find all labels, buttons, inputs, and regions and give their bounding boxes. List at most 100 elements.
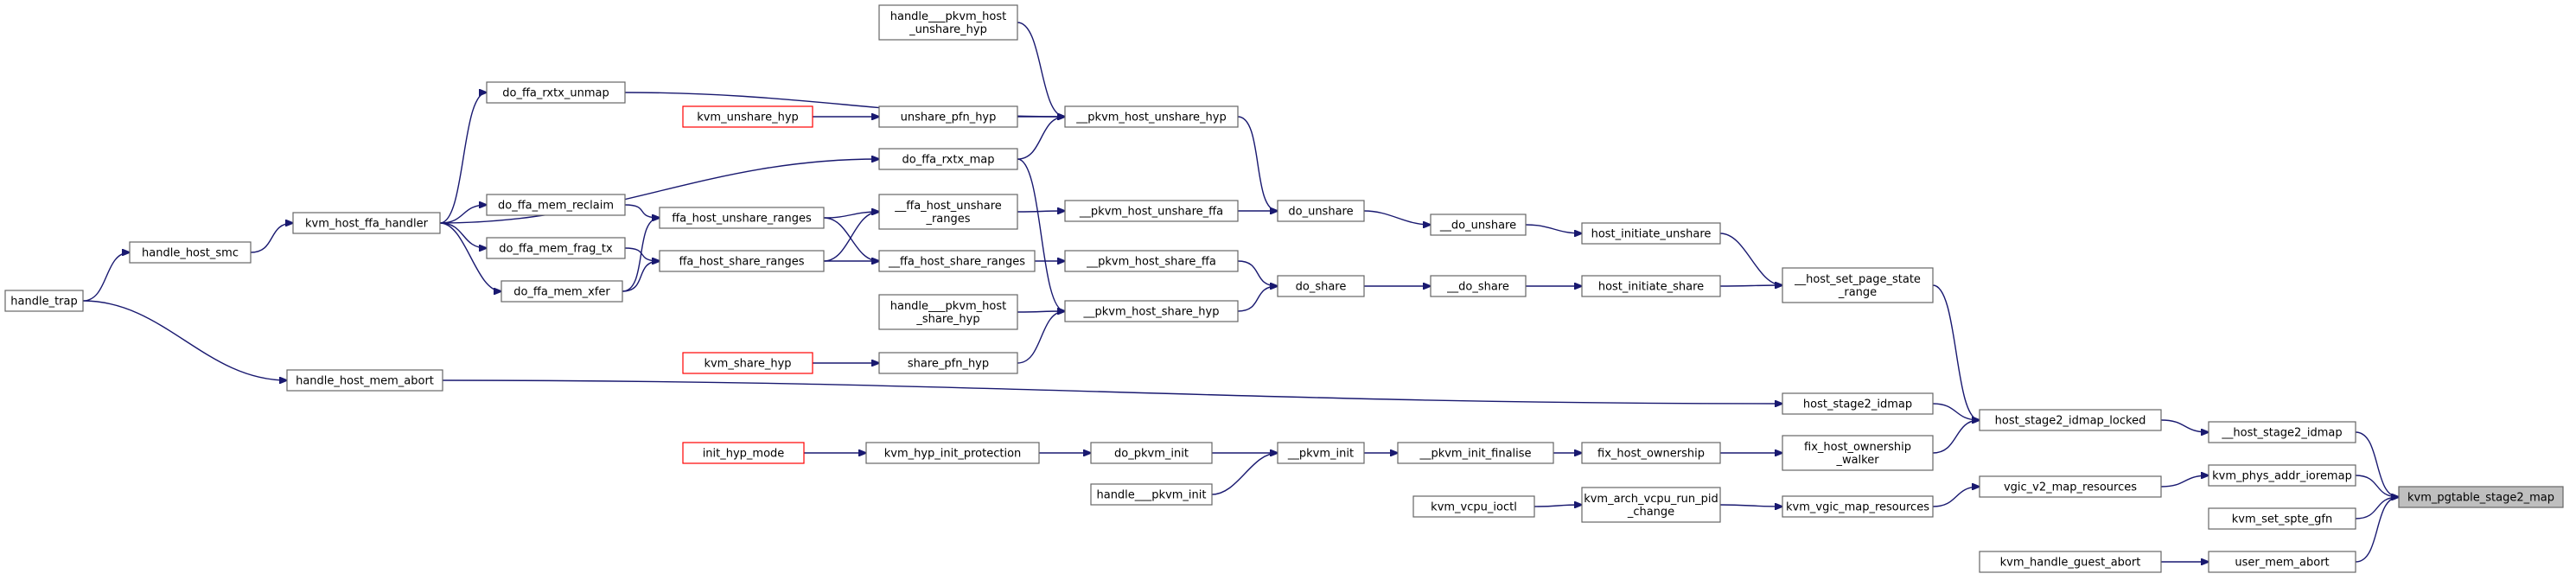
node-handle-host-smc[interactable]: handle_host_smc — [129, 241, 252, 264]
node-box[interactable] — [659, 207, 825, 229]
node-do-ffa-mem-frag-tx[interactable]: do_ffa_mem_frag_tx — [486, 237, 626, 259]
node-kvm-vgic-map-resources[interactable]: kvm_vgic_map_resources — [1782, 495, 1934, 518]
node-vgic-v2-map-resources[interactable]: vgic_v2_map_resources — [1979, 475, 2162, 498]
node-box[interactable] — [1064, 300, 1239, 322]
node-unshare-pfn-hyp[interactable]: unshare_pfn_hyp — [878, 105, 1018, 128]
node-kvm-host-ffa-handler[interactable]: kvm_host_ffa_handler — [292, 212, 441, 234]
node-box[interactable] — [878, 294, 1018, 330]
node-box[interactable] — [1090, 442, 1213, 464]
node-box[interactable] — [1277, 275, 1365, 297]
node-box[interactable] — [2208, 464, 2356, 487]
node-handle-trap[interactable]: handle_trap — [4, 290, 84, 312]
node-box[interactable] — [878, 352, 1018, 374]
node-box[interactable] — [878, 148, 1018, 170]
node-box[interactable] — [501, 280, 623, 303]
node-init-hyp-mode[interactable]: init_hyp_mode — [682, 442, 805, 464]
node-box[interactable] — [1979, 409, 2162, 431]
node-box[interactable] — [878, 105, 1018, 128]
node-do-unshare[interactable]: do_unshare — [1277, 200, 1365, 222]
node-do-share[interactable]: __do_share — [1430, 275, 1527, 297]
node-ffa-host-share-ranges[interactable]: ffa_host_share_ranges — [659, 250, 825, 272]
node-box[interactable] — [1430, 214, 1527, 236]
node-box[interactable] — [878, 4, 1018, 41]
node-box[interactable] — [1064, 200, 1239, 222]
node-user-mem-abort[interactable]: user_mem_abort — [2208, 551, 2356, 573]
node-box[interactable] — [1782, 267, 1934, 303]
node-handle---pkvm-host-share-hyp[interactable]: handle___pkvm_host_share_hyp — [878, 294, 1018, 330]
node-box[interactable] — [1412, 495, 1535, 518]
node-pkvm-host-share-ffa[interactable]: __pkvm_host_share_ffa — [1064, 250, 1239, 272]
node-box[interactable] — [1277, 200, 1365, 222]
node-pkvm-init[interactable]: __pkvm_init — [1277, 442, 1365, 464]
node-box[interactable] — [1397, 442, 1554, 464]
node-kvm-set-spte-gfn[interactable]: kvm_set_spte_gfn — [2208, 507, 2356, 530]
node-box[interactable] — [682, 352, 813, 374]
node-ffa-host-unshare-ranges[interactable]: ffa_host_unshare_ranges — [659, 207, 825, 229]
node-box[interactable] — [878, 194, 1018, 230]
node-box[interactable] — [1277, 442, 1365, 464]
node-box[interactable] — [1782, 392, 1934, 415]
node-box[interactable] — [129, 241, 252, 264]
node-host-stage2-idmap[interactable]: __host_stage2_idmap — [2208, 421, 2356, 443]
node-box[interactable] — [682, 442, 805, 464]
node-kvm-handle-guest-abort[interactable]: kvm_handle_guest_abort — [1979, 551, 2162, 573]
node-do-ffa-rxtx-unmap[interactable]: do_ffa_rxtx_unmap — [486, 81, 626, 104]
node-box[interactable] — [1782, 435, 1934, 471]
node-do-share[interactable]: do_share — [1277, 275, 1365, 297]
node-box[interactable] — [1581, 442, 1721, 464]
node-box[interactable] — [486, 194, 626, 216]
node-box[interactable] — [2208, 421, 2356, 443]
node-box[interactable] — [1064, 105, 1239, 128]
node-kvm-unshare-hyp[interactable]: kvm_unshare_hyp — [682, 105, 813, 128]
node-box[interactable] — [878, 250, 1036, 272]
node-box[interactable] — [2398, 486, 2564, 508]
node-ffa-host-share-ranges[interactable]: __ffa_host_share_ranges — [878, 250, 1036, 272]
node-host-initiate-share[interactable]: host_initiate_share — [1581, 275, 1721, 297]
node-box[interactable] — [2208, 551, 2356, 573]
node-box[interactable] — [1430, 275, 1527, 297]
node-fix-host-ownership[interactable]: fix_host_ownership — [1581, 442, 1721, 464]
node-box[interactable] — [4, 290, 84, 312]
node-box[interactable] — [1581, 275, 1721, 297]
node-share-pfn-hyp[interactable]: share_pfn_hyp — [878, 352, 1018, 374]
node-pkvm-host-share-hyp[interactable]: __pkvm_host_share_hyp — [1064, 300, 1239, 322]
node-handle---pkvm-init[interactable]: handle___pkvm_init — [1090, 483, 1213, 506]
node-box[interactable] — [1090, 483, 1213, 506]
node-pkvm-host-unshare-hyp[interactable]: __pkvm_host_unshare_hyp — [1064, 105, 1239, 128]
node-box[interactable] — [1979, 475, 2162, 498]
node-handle-host-mem-abort[interactable]: handle_host_mem_abort — [286, 369, 443, 392]
node-box[interactable] — [486, 237, 626, 259]
node-do-ffa-rxtx-map[interactable]: do_ffa_rxtx_map — [878, 148, 1018, 170]
node-handle---pkvm-host-unshare-hyp[interactable]: handle___pkvm_host_unshare_hyp — [878, 4, 1018, 41]
node-do-ffa-mem-reclaim[interactable]: do_ffa_mem_reclaim — [486, 194, 626, 216]
node-host-stage2-idmap[interactable]: host_stage2_idmap — [1782, 392, 1934, 415]
node-do-unshare[interactable]: __do_unshare — [1430, 214, 1527, 236]
node-do-pkvm-init[interactable]: do_pkvm_init — [1090, 442, 1213, 464]
node-ffa-host-unshare-ranges[interactable]: __ffa_host_unshare_ranges — [878, 194, 1018, 230]
node-pkvm-init-finalise[interactable]: __pkvm_init_finalise — [1397, 442, 1554, 464]
node-kvm-hyp-init-protection[interactable]: kvm_hyp_init_protection — [865, 442, 1040, 464]
node-box[interactable] — [682, 105, 813, 128]
node-box[interactable] — [286, 369, 443, 392]
node-box[interactable] — [1782, 495, 1934, 518]
node-pkvm-host-unshare-ffa[interactable]: __pkvm_host_unshare_ffa — [1064, 200, 1239, 222]
node-box[interactable] — [865, 442, 1040, 464]
node-host-stage2-idmap-locked[interactable]: host_stage2_idmap_locked — [1979, 409, 2162, 431]
node-kvm-phys-addr-ioremap[interactable]: kvm_phys_addr_ioremap — [2208, 464, 2356, 487]
node-box[interactable] — [1581, 487, 1721, 523]
node-host-set-page-state-range[interactable]: __host_set_page_state_range — [1782, 267, 1934, 303]
node-box[interactable] — [1581, 222, 1721, 245]
node-host-initiate-unshare[interactable]: host_initiate_unshare — [1581, 222, 1721, 245]
node-kvm-pgtable-stage2-map[interactable]: kvm_pgtable_stage2_map — [2398, 486, 2564, 508]
node-kvm-share-hyp[interactable]: kvm_share_hyp — [682, 352, 813, 374]
node-kvm-vcpu-ioctl[interactable]: kvm_vcpu_ioctl — [1412, 495, 1535, 518]
node-box[interactable] — [659, 250, 825, 272]
node-box[interactable] — [486, 81, 626, 104]
node-fix-host-ownership-walker[interactable]: fix_host_ownership_walker — [1782, 435, 1934, 471]
node-kvm-arch-vcpu-run-pid-change[interactable]: kvm_arch_vcpu_run_pid_change — [1581, 487, 1721, 523]
node-box[interactable] — [292, 212, 441, 234]
node-box[interactable] — [2208, 507, 2356, 530]
node-box[interactable] — [1064, 250, 1239, 272]
node-box[interactable] — [1979, 551, 2162, 573]
node-do-ffa-mem-xfer[interactable]: do_ffa_mem_xfer — [501, 280, 623, 303]
